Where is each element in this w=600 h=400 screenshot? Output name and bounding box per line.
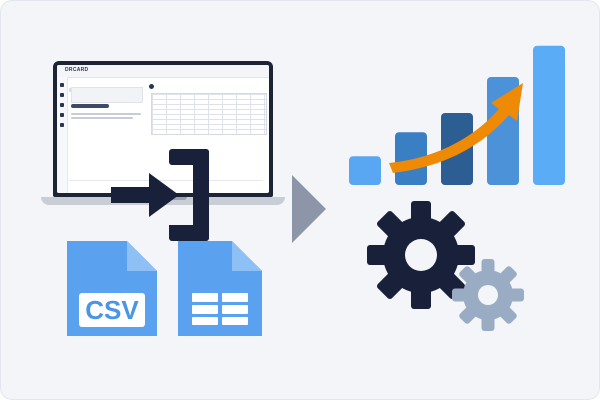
- growth-chart-icon: [349, 45, 565, 185]
- chart-bar: [349, 156, 381, 185]
- chart-bar: [395, 132, 427, 185]
- spreadsheet-file-icon: [178, 241, 262, 336]
- app-pill: [71, 104, 109, 108]
- gear-icon: [367, 201, 475, 309]
- app-tabs: [69, 79, 129, 92]
- app-screenshot: DRCARD: [57, 65, 269, 193]
- csv-label: CSV: [79, 293, 145, 327]
- app-thumbnails: [71, 87, 143, 103]
- add-icon: [149, 84, 154, 89]
- app-footer: [69, 180, 263, 189]
- sidebar-icon: [60, 103, 64, 107]
- app-sidebar: [57, 77, 68, 193]
- csv-file-icon: CSV: [67, 241, 157, 336]
- text-line: [71, 117, 133, 119]
- sidebar-icon: [60, 113, 64, 117]
- trend-arrow: [389, 83, 523, 173]
- laptop-screen: DRCARD: [53, 61, 273, 197]
- app-brand: DRCARD: [65, 67, 89, 73]
- sidebar-icon: [60, 123, 64, 127]
- sidebar-icon: [60, 93, 64, 97]
- chart-bar: [533, 45, 565, 185]
- sidebar-icon: [60, 83, 64, 87]
- app-header: DRCARD: [57, 65, 269, 78]
- gear-icon: [452, 259, 524, 331]
- process-arrow-icon: [292, 175, 326, 243]
- text-line: [71, 113, 141, 115]
- app-spreadsheet: [151, 93, 267, 135]
- spreadsheet-grid: [192, 293, 248, 325]
